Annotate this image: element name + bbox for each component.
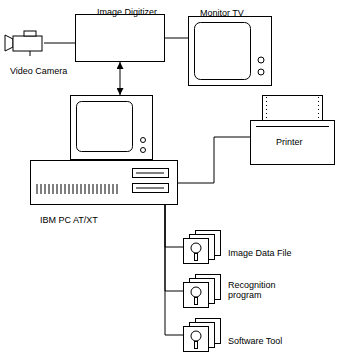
connector-line [165, 205, 183, 247]
camera-symbol [5, 31, 42, 56]
printer-platen [256, 126, 329, 127]
computer-node: IBM PC AT/XT [30, 95, 178, 205]
pc-base [31, 161, 178, 205]
disk-symbol [184, 275, 221, 308]
camera-body [13, 36, 42, 51]
connector-line [165, 205, 183, 335]
monitor-symbol [189, 17, 272, 86]
pc-knob [141, 148, 146, 153]
camera-lens [5, 35, 13, 51]
monitor-knob [258, 57, 264, 63]
device-label: Printer [276, 137, 303, 147]
disk-node: Image Data File [183, 230, 221, 264]
computer-symbol [31, 96, 178, 205]
monitor-screen [195, 23, 251, 80]
device-label: Image Data File [228, 248, 292, 258]
device-label: Monitor TV [200, 8, 244, 18]
device-label: Software Tool [228, 336, 282, 346]
camera-node: Video Camera [4, 30, 44, 56]
monitor-knob [258, 69, 264, 75]
monitor-node: Monitor TV [188, 16, 272, 86]
printer-paper [263, 96, 323, 123]
connector-line [165, 38, 188, 39]
connector-line [178, 137, 250, 183]
printer-symbol [251, 96, 335, 165]
floppy-drive [133, 184, 169, 193]
paper-holes [318, 97, 319, 121]
camera-viewfinder [24, 31, 36, 36]
drive-slot [136, 173, 164, 174]
printer-node: Printer [250, 95, 335, 165]
paper-holes [266, 97, 267, 121]
floppy-drive [133, 169, 169, 178]
device-label: Image Digitizer [97, 7, 157, 17]
drive-slot [136, 188, 164, 189]
device-label: IBM PC AT/XT [40, 215, 98, 225]
printer-body [251, 121, 335, 165]
connector-line [44, 43, 75, 44]
pc-screen [77, 102, 133, 152]
connector-line [165, 205, 183, 291]
disk-node: Recognition program [183, 274, 221, 308]
disk-symbol [184, 319, 221, 352]
pc-knob [141, 138, 146, 143]
device-label: Video Camera [10, 66, 67, 76]
digitizer-box: Image Digitizer [75, 14, 165, 62]
disk-node: Software Tool [183, 318, 221, 352]
disk-symbol [184, 231, 221, 264]
monitor-case [189, 17, 272, 86]
pc-vents [36, 184, 120, 194]
connector-line [120, 62, 121, 95]
pc-monitor [71, 96, 153, 160]
camera-grip [30, 51, 31, 56]
device-label: Recognition program [228, 280, 290, 300]
